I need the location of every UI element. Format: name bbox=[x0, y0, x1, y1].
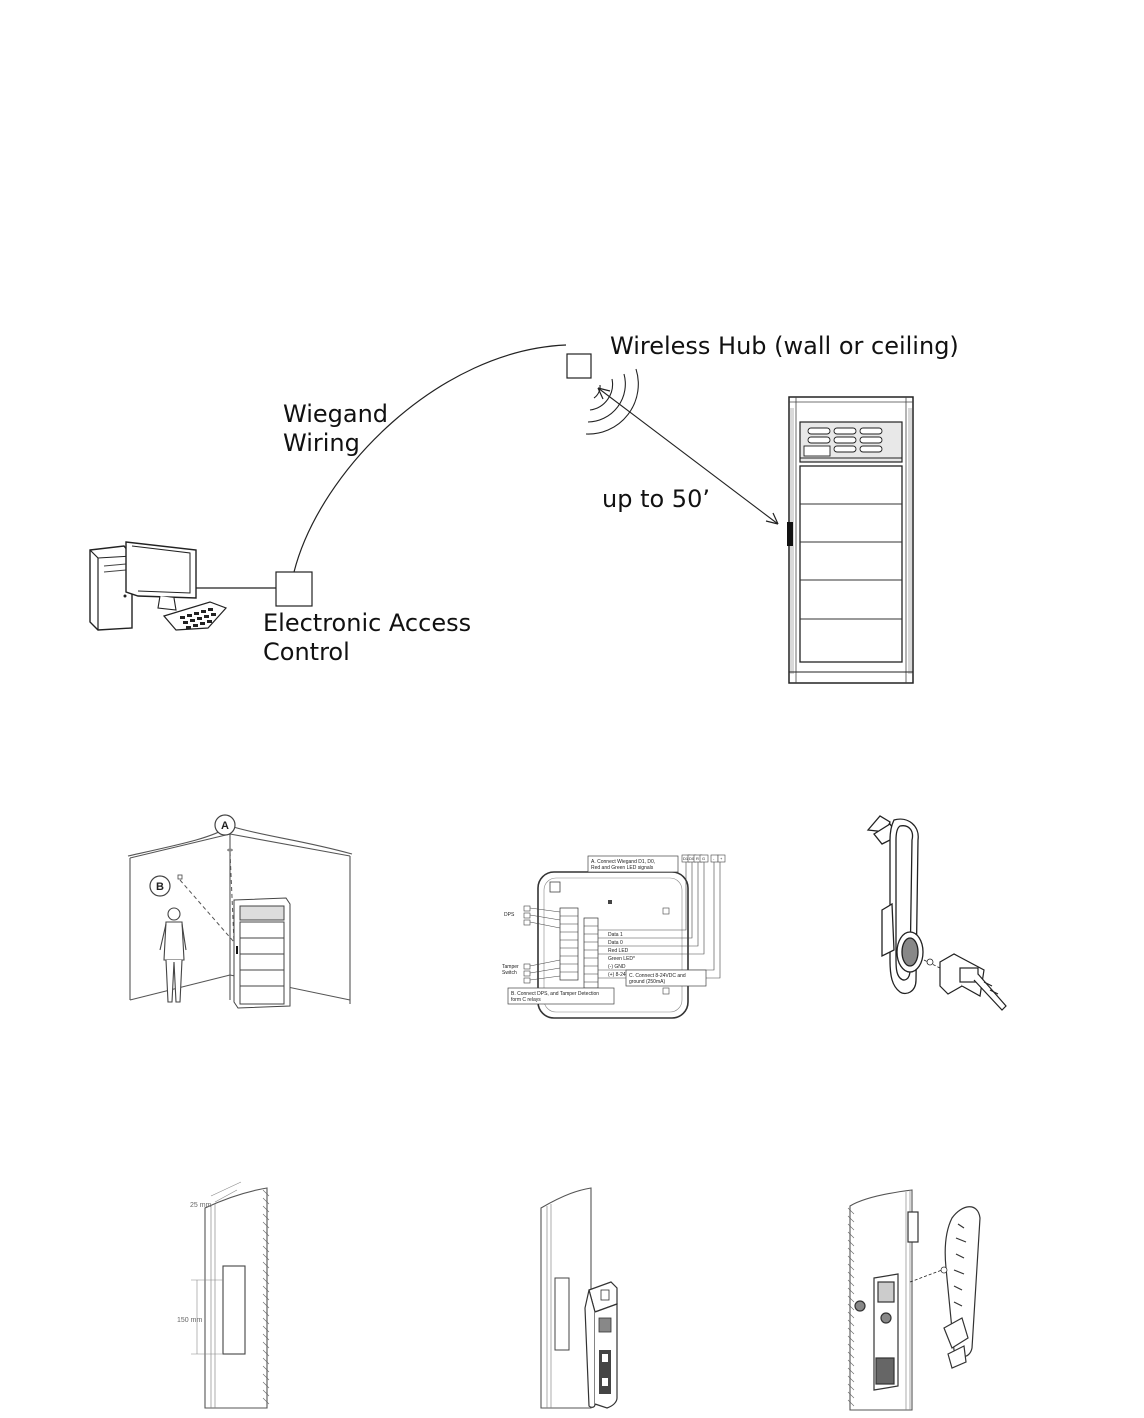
system-diagram-lines bbox=[196, 344, 779, 607]
terminal-label: (+) 8-24VDC bbox=[608, 972, 637, 978]
note-a-line1: A. Connect Wiegand D1, D0, bbox=[591, 859, 655, 865]
marker-b-label: B bbox=[156, 881, 164, 893]
terminal-labels: Data 1 Data 0 Red LED Green LED* (-) GND… bbox=[608, 932, 637, 978]
top-box-label: D1 bbox=[683, 856, 689, 861]
door-cutout-dimensions-illustration: 25 mm 150 mm bbox=[177, 1181, 270, 1409]
tamper-label-line2: Switch bbox=[502, 970, 517, 976]
cabinet-handle bbox=[787, 522, 793, 546]
top-box-label: R bbox=[696, 856, 699, 861]
tamper-label-line1: Tamper bbox=[502, 964, 519, 970]
range-arrow-head-bottom bbox=[765, 512, 779, 525]
terminal-label: Red LED bbox=[608, 948, 629, 954]
note-b-line2: form C relays bbox=[511, 997, 541, 1003]
terminal-label: Green LED* bbox=[608, 956, 635, 962]
person-figure bbox=[159, 907, 187, 1003]
note-b-box bbox=[507, 987, 615, 1005]
handle-assembly-exploded-illustration bbox=[847, 1189, 981, 1411]
server-cabinet-icon bbox=[787, 396, 914, 684]
marker-a-label: A bbox=[221, 820, 229, 832]
top-box-label: - bbox=[713, 856, 715, 861]
room-installation-illustration: A B bbox=[127, 814, 353, 1009]
dps-label: DPS bbox=[504, 912, 515, 918]
note-c-line2: ground (250mA) bbox=[629, 979, 665, 985]
range-arrow-line bbox=[597, 387, 779, 525]
wiring-panel-diagram: DPS Tamper Switch Data 1 Data 0 Red LED … bbox=[502, 854, 726, 1019]
wiegand-wiring-line bbox=[293, 344, 567, 573]
terminal-label: (-) GND bbox=[608, 964, 626, 970]
note-c-line1: C. Connect 8-24VDC and bbox=[629, 973, 686, 979]
wireless-hub-label: Wireless Hub (wall or ceiling) bbox=[610, 332, 959, 360]
wiegand-wiring-label-line2: Wiring bbox=[283, 429, 360, 457]
note-b-line1: B. Connect DPS, and Tamper Detection bbox=[511, 991, 599, 997]
cutout-rectangle bbox=[222, 1265, 246, 1355]
top-box-label: D0 bbox=[689, 856, 695, 861]
computer-workstation-icon bbox=[89, 541, 228, 631]
swing-handle-key-illustration bbox=[866, 815, 1007, 1011]
note-a-box bbox=[587, 855, 679, 873]
access-control-label-line1: Electronic Access bbox=[263, 609, 472, 637]
hub-mounted-door-illustration bbox=[540, 1187, 618, 1409]
access-controller-box bbox=[275, 571, 313, 607]
radio-waves-icon bbox=[585, 368, 639, 435]
note-c-box bbox=[625, 969, 707, 987]
top-dimension-label: 25 mm bbox=[190, 1202, 212, 1209]
height-dimension-label: 150 mm bbox=[177, 1317, 202, 1324]
range-label: up to 50’ bbox=[602, 485, 710, 513]
terminal-label: Data 0 bbox=[608, 940, 623, 946]
range-arrow-head-top bbox=[597, 387, 611, 400]
top-box-label: + bbox=[720, 856, 723, 861]
top-box-label: G bbox=[702, 856, 705, 861]
access-control-label-line2: Control bbox=[263, 638, 350, 666]
note-a-line2: Red and Green LED signals bbox=[591, 865, 654, 871]
terminal-label: Data 1 bbox=[608, 932, 623, 938]
wiegand-wiring-label-line1: Wiegand bbox=[283, 400, 389, 428]
wireless-hub-box bbox=[566, 353, 592, 379]
